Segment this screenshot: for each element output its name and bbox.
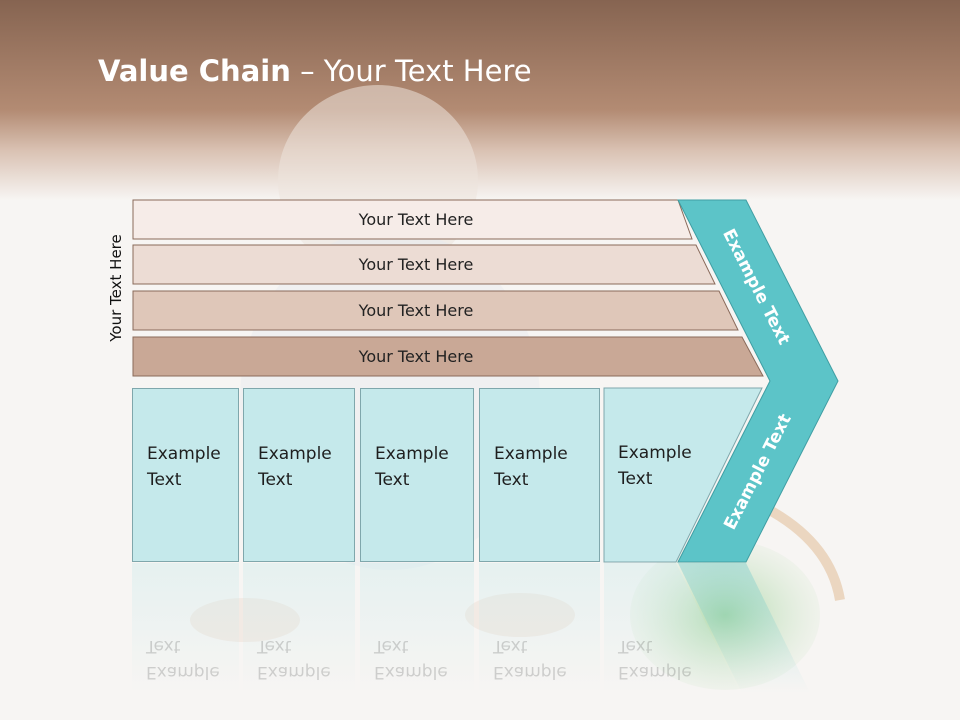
support-row-2: Your Text Here [132,244,716,285]
box-line-1: Example [375,444,449,464]
box-line-2: Text [147,470,182,490]
support-row-3: Your Text Here [132,290,739,331]
reflection-4: Example Text [479,563,600,693]
reflection-2: Example Text [243,563,355,693]
reflection-3: Example Text [360,563,474,693]
primary-box-2: Example Text [243,388,355,562]
primary-box-text: Example Text [258,441,332,493]
primary-box-text: Example Text [494,441,568,493]
title-rest: – Your Text Here [290,54,532,88]
primary-box-text: Example Text [147,441,221,493]
support-row-4: Your Text Here [132,336,764,377]
reflection-line-2: Text [618,636,653,656]
primary-box-1: Example Text [132,388,239,562]
reflection-1: Example Text [132,563,239,693]
reflection-line-1: Example [493,662,567,682]
box-line-2: Text [494,470,529,490]
support-row-label: Your Text Here [358,255,474,274]
reflection-line-1: Example [374,662,448,682]
reflection-line-1: Example [257,662,331,682]
primary-box-5: Example Text [604,388,692,562]
page-title: Value Chain – Your Text Here [98,54,532,88]
reflection-line-1: Example [618,662,692,682]
side-label-text: Your Text Here [107,234,125,342]
box-line-1: Example [494,444,568,464]
box-line-1: Example [618,443,692,463]
support-row-label: Your Text Here [358,301,474,320]
box-line-2: Text [375,470,410,490]
reflection-5: Example Text [604,563,714,693]
primary-box-3: Example Text [360,388,474,562]
reflection-line-1: Example [146,662,220,682]
primary-box-4: Example Text [479,388,600,562]
support-row-label: Your Text Here [358,347,474,366]
reflection-line-2: Text [146,636,181,656]
primary-box-text: Example Text [375,441,449,493]
support-row-1: Your Text Here [132,199,693,240]
reflection-line-2: Text [257,636,292,656]
box-line-1: Example [258,444,332,464]
reflection-line-2: Text [493,636,528,656]
reflection-line-2: Text [374,636,409,656]
primary-box-text: Example Text [618,440,692,492]
box-line-2: Text [258,470,293,490]
support-row-label: Your Text Here [358,210,474,229]
box-line-2: Text [618,469,653,489]
title-bold: Value Chain [98,54,291,88]
box-line-1: Example [147,444,221,464]
